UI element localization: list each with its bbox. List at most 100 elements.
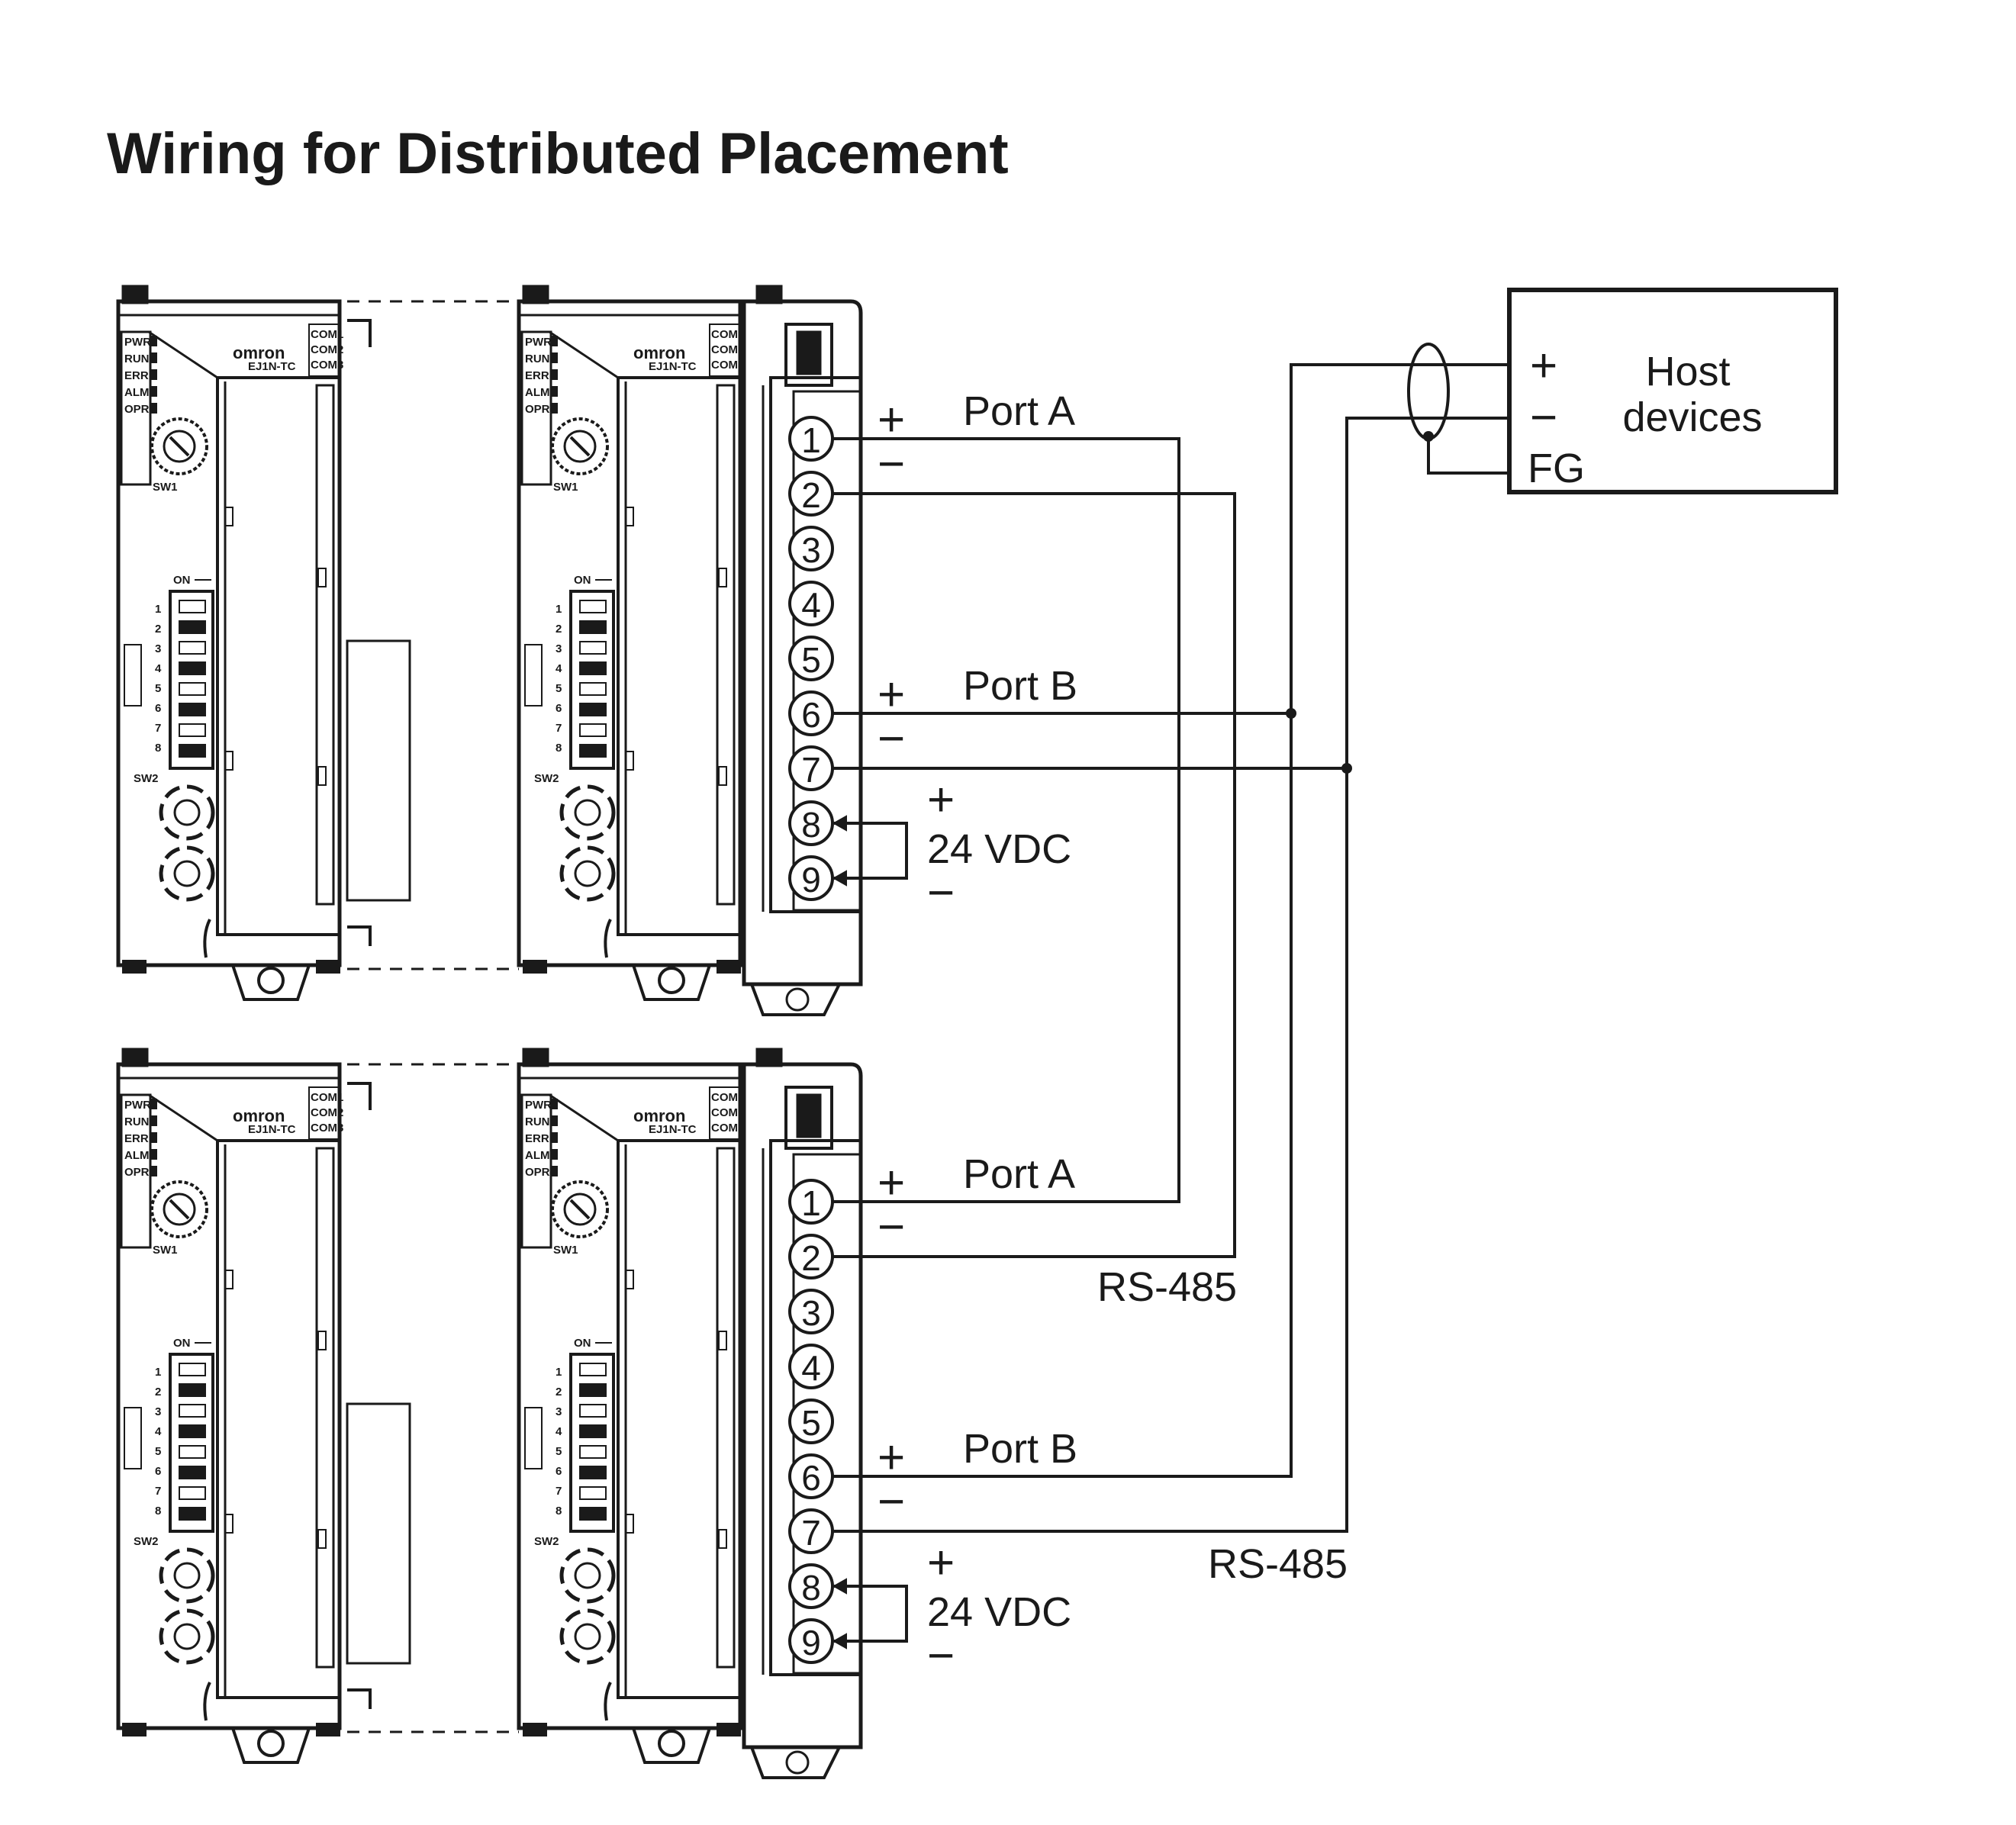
port-b-minus: − (878, 713, 905, 765)
connector (159, 1547, 215, 1604)
arrow-head (832, 815, 847, 832)
din-clip (231, 1727, 311, 1764)
cable-hook (604, 1682, 612, 1721)
dip-number: 4 (556, 1425, 562, 1438)
port-b-minus-bus (832, 417, 1509, 1533)
led-label: ALM (525, 386, 550, 399)
dip-lever (179, 661, 206, 675)
led-label: RUN (525, 352, 550, 365)
dip-number: 2 (155, 1386, 161, 1399)
led-indicator (552, 352, 558, 363)
terminal-number: 8 (801, 1568, 821, 1608)
switch-label: SW2 (534, 772, 559, 785)
rotary-switch (150, 417, 208, 475)
dip-side-box (124, 644, 142, 707)
dip-lever (579, 723, 607, 737)
dip-lever (179, 1424, 206, 1438)
power-plus: + (927, 1537, 955, 1589)
dip-lever (579, 1466, 607, 1479)
dip-lever (179, 641, 206, 655)
led-indicator (552, 369, 558, 380)
side-notch (224, 1514, 233, 1534)
terminal-number: 9 (801, 860, 821, 900)
controller-units: PWRRUNERRALMOPRomronEJ1N-TCCOM1COM2COM3S… (116, 285, 1077, 1779)
dip-lever (179, 1466, 206, 1479)
power-label: 24 VDC (927, 826, 1071, 872)
wires (832, 343, 1509, 1650)
dip-number: 7 (556, 722, 562, 735)
switch-label: SW2 (134, 772, 159, 785)
terminal-number: 2 (801, 475, 821, 515)
side-notch (625, 1514, 634, 1534)
rotary-knob (563, 1193, 597, 1226)
terminal-number: 9 (801, 1623, 821, 1662)
power-plus: + (927, 774, 955, 826)
dip-lever (579, 703, 607, 716)
dip-lever (179, 620, 206, 634)
led-indicator (552, 403, 558, 414)
port-a-minus: − (878, 1201, 905, 1254)
led-label: PWR (525, 336, 552, 349)
side-notch (625, 507, 634, 526)
bottom-tab (523, 960, 547, 974)
rotary-switch (551, 417, 609, 475)
led-label: PWR (525, 1099, 552, 1112)
terminal-number: 7 (801, 1513, 821, 1553)
din-clip-hole (257, 967, 285, 994)
dip-side-box (524, 644, 543, 707)
dip-number: 8 (556, 1505, 562, 1518)
side-rail (716, 1147, 736, 1669)
led-column (120, 330, 152, 486)
front-panel (216, 1139, 341, 1699)
terminal-number: 4 (801, 1348, 821, 1388)
side-notch (224, 507, 233, 526)
led-indicator (151, 1149, 157, 1160)
led-label: OPR (124, 1166, 150, 1179)
led-column (120, 1093, 152, 1249)
com-label: COM2 (711, 1106, 744, 1119)
led-column (520, 1093, 552, 1249)
side-notch (718, 766, 727, 786)
dip-number: 4 (155, 662, 162, 675)
connector-core (574, 799, 601, 826)
dip-lever (179, 1486, 206, 1500)
din-clip (632, 964, 711, 1001)
terminal-number: 5 (801, 1403, 821, 1443)
dip-lever (579, 1363, 607, 1376)
junction-dot (1286, 708, 1296, 719)
bottom-tab (316, 960, 340, 974)
connector (559, 784, 616, 841)
dip-number: 1 (556, 603, 562, 616)
cable-hook (203, 919, 211, 958)
dip-number: 2 (556, 623, 562, 636)
terminal-foot (750, 1746, 841, 1779)
dip-number: 1 (155, 603, 161, 616)
terminal-foot (750, 983, 841, 1016)
connector-core (173, 860, 201, 887)
com-label: COM3 (311, 1122, 343, 1135)
dip-lever (579, 682, 607, 696)
led-label: ERR (124, 1132, 149, 1145)
dip-number: 3 (155, 1405, 161, 1418)
tc-module: PWRRUNERRALMOPRomronEJ1N-TCCOM1COM2COM3S… (116, 285, 343, 1001)
terminal-latch (784, 1086, 833, 1150)
dip-number: 4 (556, 662, 562, 675)
com-label: COM1 (311, 328, 343, 341)
port-b-plus-bus (832, 363, 1509, 1478)
switch-label: SW1 (553, 1244, 578, 1257)
led-indicator (552, 1166, 558, 1176)
model-label: EJ1N-TC (248, 360, 296, 373)
dip-number: 3 (556, 642, 562, 655)
com-label: COM3 (711, 359, 744, 372)
terminal-foot-hole (785, 1750, 810, 1775)
dip-number: 5 (155, 1445, 161, 1458)
led-label: OPR (525, 403, 550, 416)
dip-lever (579, 1404, 607, 1418)
rs485-label: RS-485 (1208, 1541, 1348, 1587)
side-notch (625, 751, 634, 771)
led-indicator (151, 1099, 157, 1109)
dip-number: 3 (556, 1405, 562, 1418)
com-label: COM1 (311, 1091, 343, 1104)
bevel-line (148, 330, 218, 379)
